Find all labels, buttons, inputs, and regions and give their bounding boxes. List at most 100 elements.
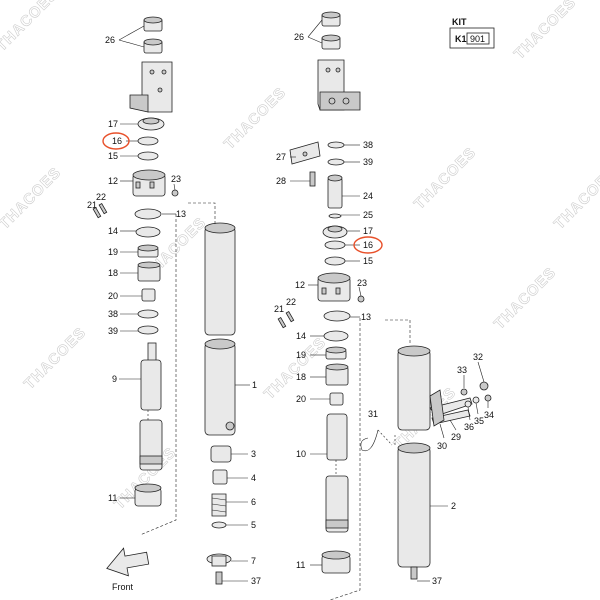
callout-11: 11 [296, 560, 305, 570]
callout-15: 15 [108, 151, 118, 161]
callout-21: 21 [274, 304, 284, 314]
highlight-ring-16 [353, 236, 383, 254]
callout-17: 17 [363, 226, 373, 236]
nut-26 [143, 16, 163, 54]
oring-13 [323, 310, 351, 322]
callout-12: 12 [295, 280, 305, 290]
kit-code-box [466, 32, 490, 45]
washer-38 [327, 141, 345, 149]
callout-26: 26 [105, 35, 115, 45]
callout-15: 15 [363, 256, 373, 266]
lever-29-30 [429, 389, 473, 427]
cylinder-1 [204, 222, 236, 436]
mount-bracket [129, 61, 173, 113]
callout-13: 13 [361, 312, 371, 322]
pin-22 [98, 202, 108, 215]
watermark: THACOES [21, 324, 90, 393]
bolt-33 [460, 388, 468, 396]
callout-23: 23 [171, 174, 181, 184]
callout-34: 34 [484, 410, 494, 420]
washer-35 [472, 396, 480, 404]
watermark-layer: THACOES THACOES THACOES THACOES THACOES … [0, 0, 600, 513]
part-4 [212, 469, 228, 485]
callout-26: 26 [294, 32, 304, 42]
watermark: THACOES [491, 264, 560, 333]
front-label: Front [112, 582, 134, 592]
callout-16: 16 [363, 240, 373, 250]
callout-4: 4 [251, 473, 256, 483]
nut-26 [321, 11, 341, 50]
bush-20 [141, 288, 156, 302]
callout-24: 24 [363, 191, 373, 201]
callout-2: 2 [451, 501, 456, 511]
oring-13 [134, 208, 162, 220]
bush-20 [329, 392, 344, 406]
pin-21 [277, 316, 287, 329]
washer-5 [211, 521, 227, 529]
washer-39 [327, 158, 345, 166]
callout-10: 10 [296, 449, 306, 459]
callout-1: 1 [252, 380, 257, 390]
left-leader-lines [118, 25, 250, 582]
callout-27: 27 [276, 152, 286, 162]
bolt-32 [479, 381, 489, 391]
kit-code-prefix: K1 [455, 34, 467, 44]
left-assembly: Front [87, 16, 261, 592]
callout-28: 28 [276, 176, 286, 186]
callout-36: 36 [464, 422, 474, 432]
ring-14 [323, 330, 349, 342]
ring-14 [135, 226, 161, 238]
watermark: THACOES [221, 84, 290, 153]
rod-10 [325, 413, 349, 533]
watermark: THACOES [511, 0, 580, 63]
gland-12 [132, 169, 166, 197]
ring-15 [324, 256, 346, 266]
callout-38: 38 [363, 140, 373, 150]
callout-19: 19 [296, 350, 306, 360]
watermark: THACOES [0, 164, 65, 233]
callout-16: 16 [112, 136, 122, 146]
washer-39 [137, 325, 159, 335]
ring-16 [324, 240, 346, 250]
highlight-ring-16 [102, 132, 130, 150]
callout-17: 17 [108, 119, 118, 129]
gland-12 [317, 272, 351, 302]
screw-23 [357, 295, 365, 303]
bolt-28 [309, 171, 316, 187]
callout-22: 22 [96, 192, 106, 202]
callout-20: 20 [108, 291, 118, 301]
pin-21 [92, 206, 102, 219]
part-3 [210, 445, 232, 463]
fitting-37 [215, 571, 223, 585]
washer-38 [137, 309, 159, 319]
callout-39: 39 [363, 157, 373, 167]
callout-12: 12 [108, 176, 118, 186]
callout-29: 29 [451, 432, 461, 442]
callout-18: 18 [108, 268, 118, 278]
callout-25: 25 [363, 210, 373, 220]
callout-19: 19 [108, 247, 118, 257]
pin-22 [285, 310, 295, 323]
hook-31 [360, 429, 379, 452]
rod-9 [139, 342, 163, 471]
nut-34 [484, 394, 492, 402]
shaft-24 [327, 177, 343, 209]
callout-5: 5 [251, 520, 256, 530]
right-labels: 26 38 27 39 28 24 25 17 16 15 12 23 22 2… [274, 32, 494, 586]
callout-3: 3 [251, 449, 256, 459]
callout-32: 32 [473, 352, 483, 362]
callout-20: 20 [296, 394, 306, 404]
callout-9: 9 [112, 374, 117, 384]
ring-25 [328, 213, 342, 219]
callout-7: 7 [251, 556, 256, 566]
callout-6: 6 [251, 497, 256, 507]
ring-15 [137, 151, 159, 161]
front-arrow-icon [106, 547, 150, 577]
right-leader-lines [290, 19, 489, 582]
callout-18: 18 [296, 372, 306, 382]
watermark: THACOES [551, 164, 600, 233]
callout-14: 14 [296, 331, 306, 341]
callout-23: 23 [357, 278, 367, 288]
callout-35: 35 [474, 416, 484, 426]
